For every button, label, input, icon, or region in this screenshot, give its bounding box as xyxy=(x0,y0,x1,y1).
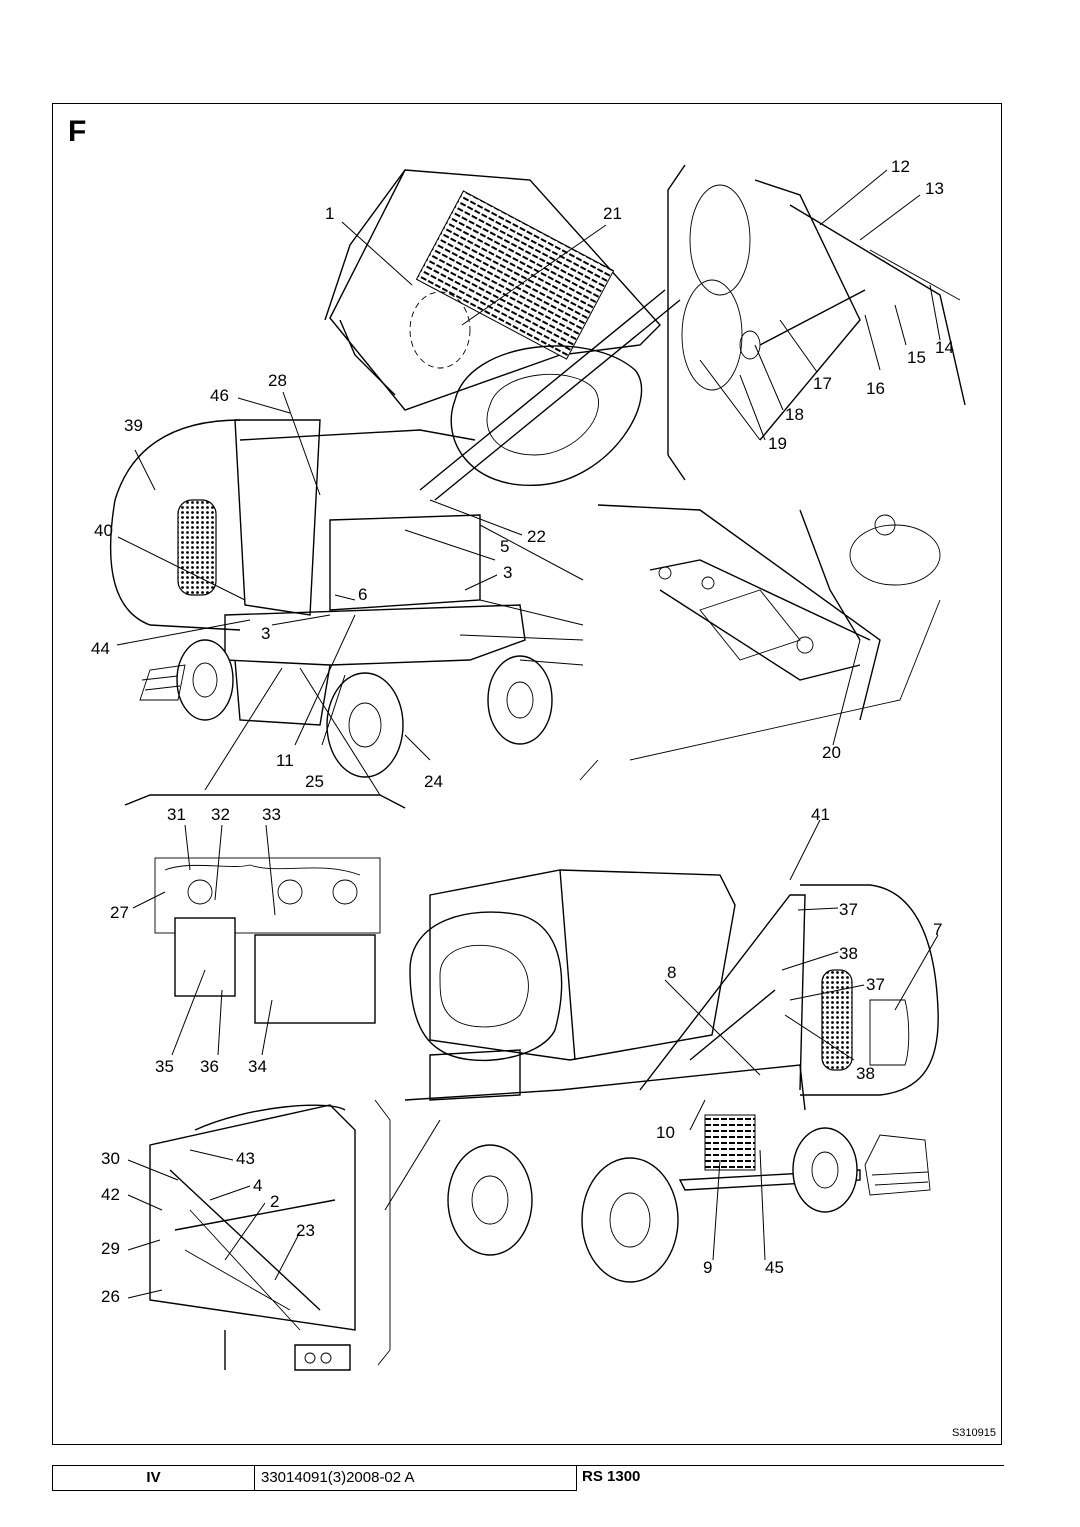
callout-24: 24 xyxy=(424,772,443,791)
callout-3-b: 3 xyxy=(261,624,270,643)
callout-5: 5 xyxy=(500,537,509,556)
callout-14: 14 xyxy=(935,338,954,357)
callout-35: 35 xyxy=(155,1057,174,1076)
detail-hopper-door xyxy=(667,164,966,481)
detail-boom-mechanism xyxy=(149,1099,391,1371)
callout-42: 42 xyxy=(101,1185,120,1204)
callout-28: 28 xyxy=(268,371,287,390)
callout-1: 1 xyxy=(325,204,334,223)
callout-9: 9 xyxy=(703,1258,712,1277)
drawing-code: S310915 xyxy=(951,1427,996,1439)
model-name: RS 1300 xyxy=(582,1468,641,1485)
callout-numbers: 1 21 12 13 46 28 39 40 44 3 5 22 6 3 11 … xyxy=(91,157,954,1306)
callout-31: 31 xyxy=(167,805,186,824)
callout-10: 10 xyxy=(656,1123,675,1142)
callout-33: 33 xyxy=(262,805,281,824)
callout-44: 44 xyxy=(91,639,110,658)
callout-23: 23 xyxy=(296,1221,315,1240)
page-number: IV xyxy=(52,1465,255,1491)
callout-38-b: 38 xyxy=(856,1064,875,1083)
callout-16: 16 xyxy=(866,379,885,398)
callout-36: 36 xyxy=(200,1057,219,1076)
callout-2: 2 xyxy=(270,1192,279,1211)
figure-frame xyxy=(52,103,1002,1445)
callout-17: 17 xyxy=(813,374,832,393)
callout-12: 12 xyxy=(891,157,910,176)
document-number: 33014091(3)2008-02 A xyxy=(255,1465,577,1491)
callout-11: 11 xyxy=(276,751,294,770)
callout-45: 45 xyxy=(765,1258,784,1277)
callout-27: 27 xyxy=(110,903,129,922)
callout-37-b: 37 xyxy=(866,975,885,994)
callout-15: 15 xyxy=(907,348,926,367)
leader-lines xyxy=(116,169,941,1299)
callout-21: 21 xyxy=(603,204,622,223)
callout-30: 30 xyxy=(101,1149,120,1168)
callout-20: 20 xyxy=(822,743,841,762)
callout-3-a: 3 xyxy=(503,563,512,582)
callout-8: 8 xyxy=(667,963,676,982)
callout-13: 13 xyxy=(925,179,944,198)
figure-letter: F xyxy=(68,115,87,148)
callout-18: 18 xyxy=(785,405,804,424)
rear-view-drawing xyxy=(404,869,939,1283)
callout-25: 25 xyxy=(305,772,324,791)
callout-46: 46 xyxy=(210,386,229,405)
detail-floor-plate xyxy=(579,504,941,781)
page-footer: IV 33014091(3)2008-02 A RS 1300 xyxy=(52,1465,1004,1491)
callout-22: 22 xyxy=(527,527,546,546)
detail-battery xyxy=(124,794,406,1024)
callout-40: 40 xyxy=(94,521,113,540)
view-connectors xyxy=(204,524,584,1211)
callout-41: 41 xyxy=(811,805,830,824)
callout-43: 43 xyxy=(236,1149,255,1168)
callout-7: 7 xyxy=(933,920,942,939)
callout-34: 34 xyxy=(248,1057,267,1076)
callout-19: 19 xyxy=(768,434,787,453)
main-view-drawing xyxy=(109,169,681,778)
callout-4: 4 xyxy=(253,1176,262,1195)
callout-37-a: 37 xyxy=(839,900,858,919)
callout-26: 26 xyxy=(101,1287,120,1306)
callout-32: 32 xyxy=(211,805,230,824)
callout-39: 39 xyxy=(124,416,143,435)
callout-6: 6 xyxy=(358,585,367,604)
callout-29: 29 xyxy=(101,1239,120,1258)
callout-38-a: 38 xyxy=(839,944,858,963)
